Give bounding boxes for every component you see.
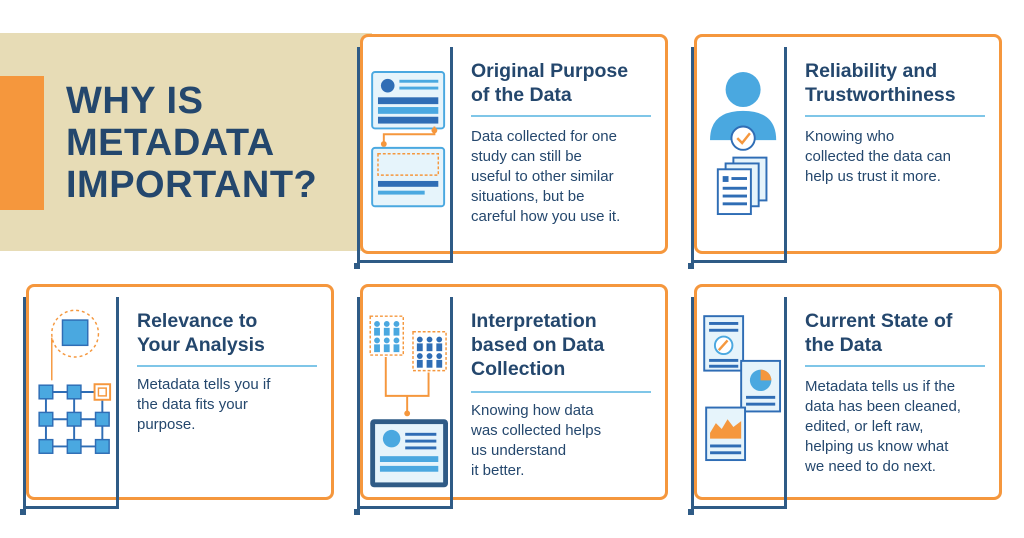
card-body: Data collected for one study can still b… <box>471 127 653 227</box>
card-body-line: Data collected for one <box>471 128 617 145</box>
card-body-line: helping us know what <box>805 438 949 455</box>
data-documents-icon <box>703 315 782 462</box>
card-title-line: Relevance to <box>137 310 258 332</box>
page-title-line: WHY IS <box>66 80 204 122</box>
node-network-icon <box>38 309 112 454</box>
card-panel <box>354 297 453 515</box>
card-body-line: purpose. <box>137 416 196 433</box>
card-relevance: Relevance to Your Analysis Metadata tell… <box>20 284 334 515</box>
page-title-line: IMPORTANT? <box>66 164 318 206</box>
card-body-line: Knowing who <box>805 128 895 145</box>
card-divider <box>137 365 317 367</box>
card-original-purpose: Original Purpose of the Data Data collec… <box>354 34 668 269</box>
card-body-line: situations, but be <box>471 188 585 205</box>
card-body: Knowing who collected the data can help … <box>805 127 987 187</box>
card-body-line: help us trust it more. <box>805 168 941 185</box>
verified-person-icon <box>710 72 777 216</box>
card-title: Current State of the Data <box>805 309 987 357</box>
card-body-line: useful to other similar <box>471 168 614 185</box>
card-title: Reliability and Trustworthiness <box>805 59 987 107</box>
card-divider <box>471 391 651 393</box>
page-title: WHY IS METADATA IMPORTANT? <box>66 80 366 206</box>
card-title-line: based on Data <box>471 334 605 356</box>
card-current-state: Current State of the Data Metadata tells… <box>688 284 1002 515</box>
people-groups-icon <box>369 315 448 488</box>
card-title: Relevance to Your Analysis <box>137 309 319 357</box>
card-body-line: us understand <box>471 442 567 459</box>
card-body: Metadata tells you if the data fits your… <box>137 375 319 435</box>
card-title-line: Trustworthiness <box>805 84 956 106</box>
card-body-line: Metadata tells you if <box>137 376 271 393</box>
card-body-line: collected the data can <box>805 148 951 165</box>
card-body: Knowing how data was collected helps us … <box>471 401 653 481</box>
card-body-line: edited, or left raw, <box>805 418 924 435</box>
card-title-line: Current State of <box>805 310 953 332</box>
card-reliability: Reliability and Trustworthiness Knowing … <box>688 34 1002 269</box>
card-title: Original Purpose of the Data <box>471 59 653 107</box>
card-panel <box>354 47 453 269</box>
card-panel <box>688 297 787 515</box>
title-band <box>0 33 372 251</box>
card-body-line: the data fits your <box>137 396 248 413</box>
card-body-line: Knowing how data <box>471 402 594 419</box>
card-title-line: Interpretation <box>471 310 597 332</box>
card-title-line: Reliability and <box>805 60 938 82</box>
card-divider <box>471 115 651 117</box>
card-panel <box>20 297 119 515</box>
page-title-line: METADATA <box>66 122 275 164</box>
card-panel <box>688 47 787 269</box>
card-title-line: Collection <box>471 358 566 380</box>
card-body-line: study can still be <box>471 148 582 165</box>
card-title: Interpretation based on Data Collection <box>471 309 653 381</box>
card-title-line: Your Analysis <box>137 334 265 356</box>
card-body-line: data has been cleaned, <box>805 398 961 415</box>
card-divider <box>805 365 985 367</box>
card-interpretation: Interpretation based on Data Collection … <box>354 284 668 515</box>
card-body: Metadata tells us if the data has been c… <box>805 377 987 477</box>
card-body-line: we need to do next. <box>805 458 936 475</box>
card-body-line: it better. <box>471 462 525 479</box>
card-body-line: careful how you use it. <box>471 208 621 225</box>
title-accent-bar <box>0 76 44 210</box>
card-body-line: Metadata tells us if the <box>805 378 956 395</box>
card-body-line: was collected helps <box>471 422 602 439</box>
card-title-line: Original Purpose <box>471 60 629 82</box>
card-title-line: of the Data <box>471 84 572 106</box>
data-flow-documents-icon <box>371 71 446 208</box>
card-divider <box>805 115 985 117</box>
card-title-line: the Data <box>805 334 882 356</box>
